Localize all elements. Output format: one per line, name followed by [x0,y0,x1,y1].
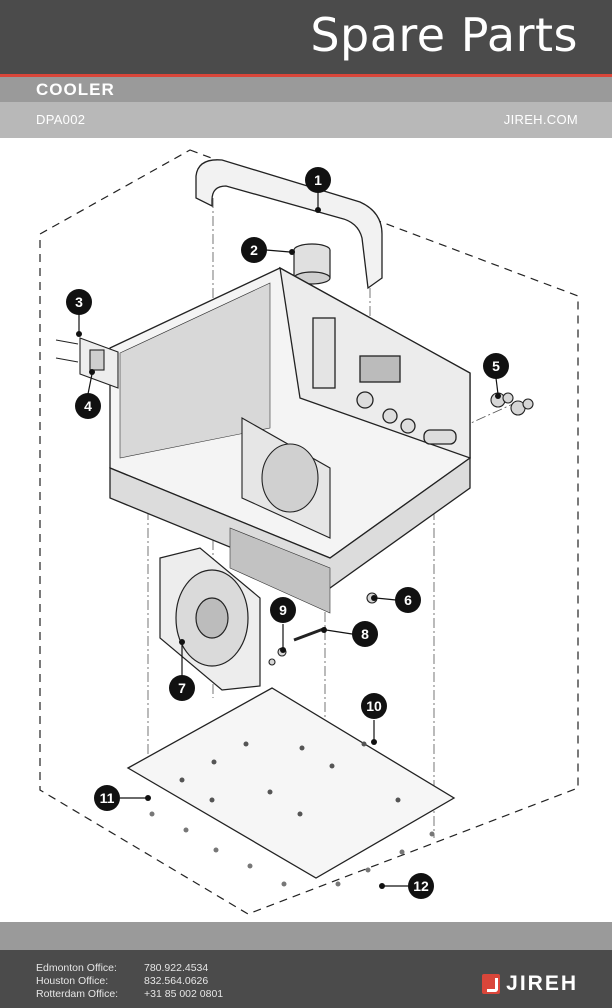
callout-11: 11 [94,785,120,811]
svg-text:4: 4 [84,398,92,414]
office-phone-rotterdam: +31 85 002 0801 [144,988,224,1000]
footer-bar: Edmonton Office: 780.922.4534 Houston Of… [0,950,612,1008]
svg-text:1: 1 [314,172,322,188]
fan-part [159,547,261,691]
svg-text:3: 3 [75,294,83,310]
info-bar: DPA002 JIREH.COM [0,102,612,138]
callout-2: 2 [241,237,267,263]
office-phone-houston: 832.564.0626 [144,975,209,987]
office-label-edmonton: Edmonton Office: [36,962,117,974]
svg-text:2: 2 [250,242,258,258]
callout-3: 3 [66,289,92,315]
fan-inside [241,417,331,539]
callout-4: 4 [75,393,101,419]
svg-text:9: 9 [279,602,287,618]
header-bar: Spare Parts [0,0,612,74]
callout-1: 1 [305,167,331,193]
office-label-houston: Houston Office: [36,975,109,987]
bracket-part [55,337,119,389]
callout-9: 9 [270,597,296,623]
office-label-rotterdam: Rotterdam Office: [36,988,119,1000]
callout-10: 10 [361,693,387,719]
callout-8: 8 [352,621,378,647]
section-name: COOLER [36,80,115,99]
footer-band [0,922,612,950]
logo-icon [482,974,501,994]
svg-text:7: 7 [178,680,186,696]
accent-line [0,74,612,77]
svg-text:11: 11 [100,790,115,806]
callout-5: 5 [483,353,509,379]
housing-part [109,266,471,614]
website-link[interactable]: JIREH.COM [503,112,578,127]
office-phone-edmonton: 780.922.4534 [144,962,209,974]
handle-part [195,159,383,290]
exploded-diagram: 1 2 3 4 5 6 7 8 9 10 11 12 [39,149,579,915]
callout-12: 12 [408,873,434,899]
callout-7: 7 [169,675,195,701]
brand-logo: JIREH [482,972,578,996]
svg-text:8: 8 [361,626,369,642]
svg-text:12: 12 [413,878,429,894]
screw-parts [149,811,435,887]
section-bar: COOLER [0,77,612,102]
svg-text:5: 5 [492,358,500,374]
page-title: Spare Parts [310,8,578,62]
callout-6: 6 [395,587,421,613]
brand-name: JIREH [506,972,578,995]
part-code: DPA002 [36,112,86,127]
svg-text:10: 10 [366,698,382,714]
bottom-panel-part [126,687,456,879]
svg-text:6: 6 [404,592,412,608]
